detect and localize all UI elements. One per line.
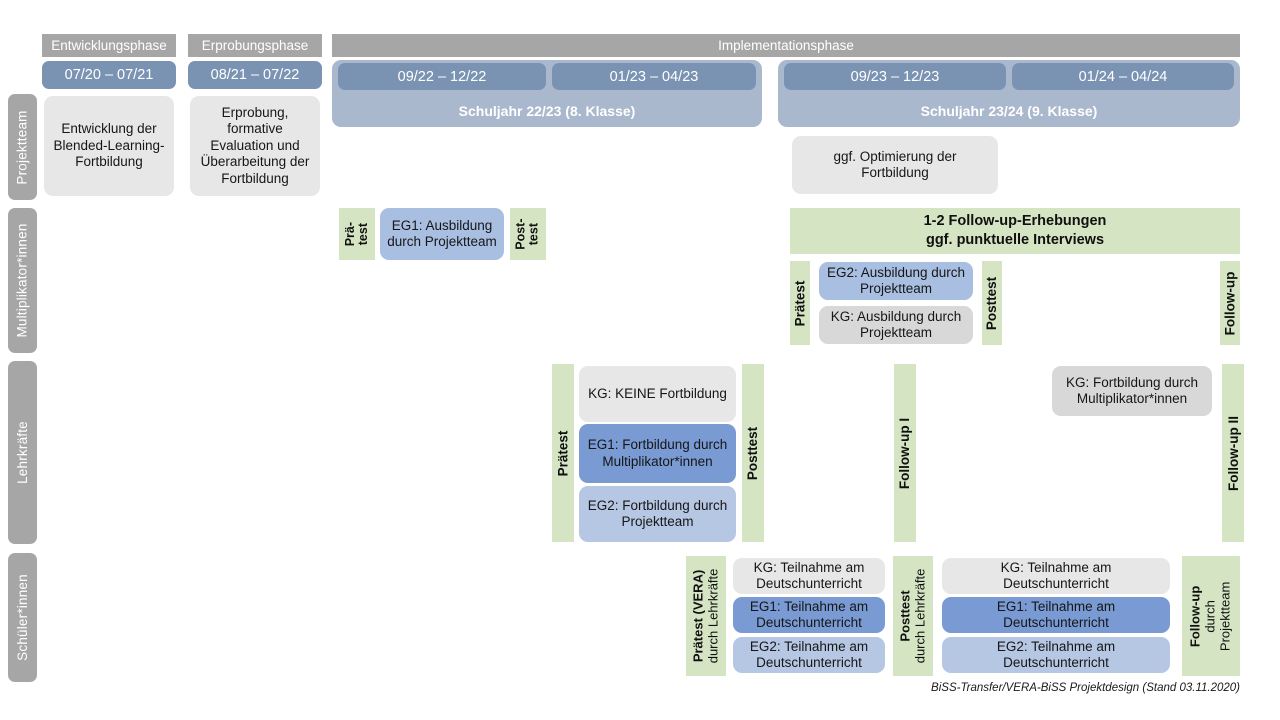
followup-banner-line1: 1-2 Follow-up-Erhebungen: [923, 213, 1107, 230]
schueler-followup-sub1: durch: [1202, 599, 1218, 633]
lehrkraefte-followup-1-text: Follow-up I: [897, 417, 913, 489]
lehrkraefte-followup-2-text: Follow-up II: [1225, 415, 1241, 491]
lehrkraefte-posttest-bar: Posttest: [742, 364, 764, 542]
lehrkraefte-posttest-text: Posttest: [745, 426, 761, 480]
multiplikatoren-praetest-line2: test: [355, 222, 370, 246]
projektteam-erprobung-box: Erprobung, formative Evaluation und Über…: [190, 96, 320, 196]
multiplikatoren-praetest-2-text: Prätest: [792, 280, 808, 326]
projektteam-optimierung-box: ggf. Optimierung der Fortbildung: [792, 136, 998, 194]
multiplikatoren-praetest-bar: Prä- test: [339, 208, 375, 260]
row-label-lehrkraefte: Lehrkräfte: [8, 361, 37, 544]
lehrkraefte-praetest-bar: Prätest: [552, 364, 574, 542]
schueler-eg2-box-left: EG2: Teilnahme am Deutschunterricht: [733, 637, 885, 673]
multiplikatoren-followup-bar: Follow-up: [1220, 261, 1240, 345]
schueler-praetest-bold: Prätest (VERA): [690, 569, 706, 663]
school-year-container-2223: 09/22 – 12/22 01/23 – 04/23 Schuljahr 22…: [332, 60, 762, 127]
phase-header-erprobungsphase: Erprobungsphase: [188, 34, 322, 57]
lehrkraefte-followup-1-bar: Follow-up I: [894, 364, 916, 542]
period-pill-0124-0424: 01/24 – 04/24: [1012, 63, 1234, 90]
lehrkraefte-praetest-text: Prätest: [555, 430, 571, 476]
school-year-label-2324: Schuljahr 23/24 (9. Klasse): [920, 103, 1098, 119]
period-pill-0922-1222: 09/22 – 12/22: [338, 63, 546, 90]
period-pill-0123-0423: 01/23 – 04/23: [552, 63, 756, 90]
period-pill-0821-0722: 08/21 – 07/22: [188, 61, 322, 89]
schueler-posttest-sub: durch Lehrkräfte: [912, 568, 928, 664]
multiplikatoren-posttest-2-text: Posttest: [984, 276, 1000, 330]
schueler-posttest-bold: Posttest: [897, 590, 913, 642]
multiplikatoren-praetest-bar-2: Prätest: [790, 261, 810, 345]
row-label-multiplikatorinnen-text: Multiplikator*innen: [15, 223, 31, 338]
schueler-followup-sub2: Projektteam: [1217, 581, 1233, 651]
schueler-eg2-box-right: EG2: Teilnahme am Deutschunterricht: [942, 637, 1170, 673]
multiplikatoren-followup-text: Follow-up: [1222, 271, 1238, 335]
multiplikatoren-eg1-box: EG1: Ausbildung durch Projektteam: [380, 208, 504, 260]
footer-caption: BiSS-Transfer/VERA-BiSS Projektdesign (S…: [931, 682, 1240, 694]
row-label-schuelerinnen: Schüler*innen: [8, 553, 37, 682]
row-label-projektteam-text: Projektteam: [15, 109, 31, 185]
lehrkraefte-kg-multi-box: KG: Fortbildung durch Multiplikator*inne…: [1052, 366, 1212, 416]
schueler-eg1-box-right: EG1: Teilnahme am Deutschunterricht: [942, 597, 1170, 633]
schueler-followup-bar: Follow-up durch Projektteam: [1182, 556, 1240, 676]
period-pill-0923-1223: 09/23 – 12/23: [784, 63, 1006, 90]
row-label-schuelerinnen-text: Schüler*innen: [15, 574, 31, 661]
school-year-container-2324: 09/23 – 12/23 01/24 – 04/24 Schuljahr 23…: [778, 60, 1240, 127]
schueler-posttest-bar: Posttest durch Lehrkräfte: [893, 556, 933, 676]
row-label-projektteam: Projektteam: [8, 94, 37, 200]
multiplikatoren-eg2-box: EG2: Ausbildung durch Projektteam: [819, 262, 973, 300]
row-label-multiplikatorinnen: Multiplikator*innen: [8, 208, 37, 353]
phase-header-implementationsphase: Implementationsphase: [332, 34, 1240, 57]
lehrkraefte-eg1-box: EG1: Fortbildung durch Multiplikator*inn…: [579, 424, 736, 483]
period-pill-0720-0721: 07/20 – 07/21: [42, 61, 176, 89]
schueler-praetest-bar: Prätest (VERA) durch Lehrkräfte: [686, 556, 726, 676]
schueler-praetest-sub: durch Lehrkräfte: [705, 568, 721, 664]
school-year-label-2223: Schuljahr 22/23 (8. Klasse): [458, 103, 636, 119]
row-label-lehrkraefte-text: Lehrkräfte: [15, 421, 31, 484]
schueler-kg-box-left: KG: Teilnahme am Deutschunterricht: [733, 558, 885, 594]
schueler-eg1-box-left: EG1: Teilnahme am Deutschunterricht: [733, 597, 885, 633]
multiplikatoren-kg-box: KG: Ausbildung durch Projektteam: [819, 306, 973, 344]
lehrkraefte-eg2-box: EG2: Fortbildung durch Projektteam: [579, 486, 736, 542]
schueler-kg-box-right: KG: Teilnahme am Deutschunterricht: [942, 558, 1170, 594]
multiplikatoren-posttest-line2: test: [527, 222, 541, 246]
lehrkraefte-kg-keine-box: KG: KEINE Fortbildung: [579, 366, 736, 422]
projektteam-entwicklung-box: Entwicklung der Blended-Learning-Fortbil…: [44, 96, 174, 196]
multiplikatoren-followup-banner: 1-2 Follow-up-Erhebungen ggf. punktuelle…: [790, 208, 1240, 254]
multiplikatoren-praetest-line1: Prä-: [342, 221, 357, 247]
multiplikatoren-posttest-bar-2: Posttest: [982, 261, 1002, 345]
schueler-followup-bold: Follow-up: [1187, 585, 1203, 647]
phase-header-entwicklungsphase: Entwicklungsphase: [42, 34, 176, 57]
lehrkraefte-followup-2-bar: Follow-up II: [1222, 364, 1244, 542]
multiplikatoren-posttest-bar: Post- test: [510, 208, 546, 260]
followup-banner-line2: ggf. punktuelle Interviews: [925, 232, 1105, 248]
